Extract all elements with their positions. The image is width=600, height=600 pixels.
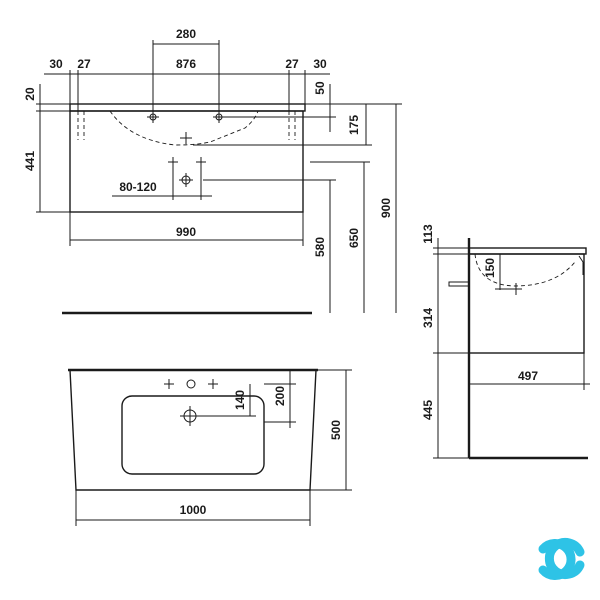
dim-left-offset: 27	[77, 57, 91, 71]
dim-floor-tap: 650	[347, 228, 361, 248]
cabinet	[69, 110, 304, 213]
dim-top-tap-offset: 140	[233, 390, 247, 410]
dim-top-right: 50	[313, 81, 327, 95]
dim-total-height: 900	[379, 198, 393, 218]
side-countertop	[468, 247, 587, 255]
side-trap	[448, 281, 470, 287]
dim-basin-depth: 175	[347, 115, 361, 135]
side-waste-marker	[510, 283, 522, 295]
dim-side-drawer: 314	[421, 308, 435, 328]
top-marker-center	[186, 379, 196, 389]
dim-tap-range: 80-120	[119, 180, 157, 194]
dim-top-depth: 500	[329, 420, 343, 440]
top-marker-right	[208, 379, 218, 389]
dim-side-floor-gap: 445	[421, 400, 435, 420]
side-view: 113 150 314 445 497	[421, 224, 590, 460]
dim-floor-top: 580	[313, 237, 327, 257]
top-outline	[69, 369, 317, 491]
dim-right-edge: 30	[313, 57, 327, 71]
top-marker-left	[164, 379, 174, 389]
dim-left-edge: 30	[49, 57, 63, 71]
front-view: 280 876 30 27 27 30 20 441 50 175 80-120	[23, 27, 402, 315]
brand-logo-icon	[538, 538, 585, 580]
dim-cabinet-height: 441	[23, 151, 37, 171]
dim-top-left: 20	[23, 87, 37, 101]
dim-inner-width: 876	[176, 57, 196, 71]
top-basin	[121, 395, 265, 475]
supply-marker	[179, 173, 193, 187]
side-cabinet	[468, 253, 585, 354]
waste-marker	[180, 132, 192, 144]
dim-side-waste: 150	[483, 258, 497, 278]
dim-right-offset: 27	[285, 57, 299, 71]
dim-side-depth: 497	[518, 369, 538, 383]
top-view: 140 200 500 1000	[68, 368, 352, 526]
side-basin-outline	[474, 253, 576, 287]
dim-cabinet-width: 990	[176, 225, 196, 239]
dim-top-width-total: 1000	[180, 503, 207, 517]
basin-outline	[109, 110, 259, 146]
dim-top-basin-offset: 200	[273, 386, 287, 406]
countertop	[69, 103, 306, 112]
dim-top-width: 280	[176, 27, 196, 41]
dim-side-top: 113	[421, 224, 435, 244]
